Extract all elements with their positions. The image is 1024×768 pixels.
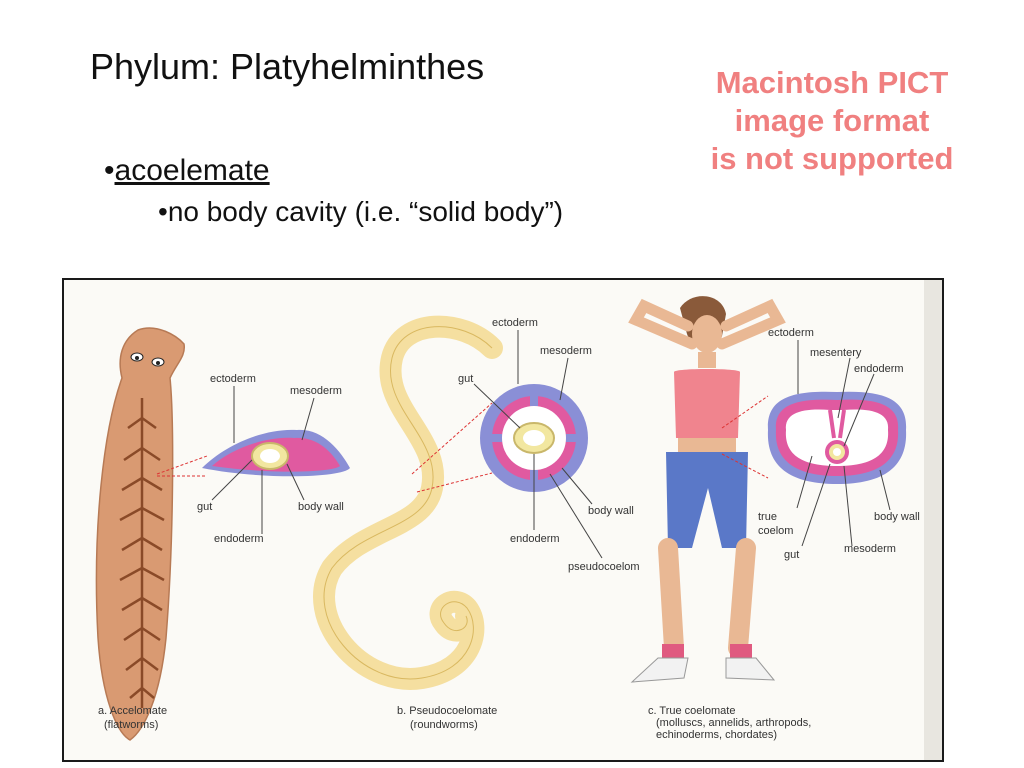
label-mesoderm: mesoderm <box>290 385 342 397</box>
caption-pseudocoelomate-sub: (roundworms) <box>410 719 478 731</box>
label-true-coelom: true <box>758 511 777 523</box>
leader-line <box>879 469 891 511</box>
leader-line <box>301 397 315 441</box>
leader-line <box>843 373 875 447</box>
bullet-dot: • <box>104 154 115 187</box>
flatworm-pupil <box>156 361 160 365</box>
bullet-dot: • <box>158 196 168 227</box>
zoom-line <box>411 402 493 475</box>
leader-line <box>837 357 851 419</box>
caption-pseudocoelomate: b. Pseudocoelomate <box>397 705 497 717</box>
roundworm-outline <box>323 326 493 680</box>
label-ectoderm: ectoderm <box>492 317 538 329</box>
leader-line <box>473 383 521 429</box>
human-waist <box>678 438 736 452</box>
caption-true-coelomate-sub2: echinoderms, chordates) <box>656 729 777 741</box>
placeholder-line: Macintosh PICT <box>715 65 949 100</box>
flatworm-pupil <box>135 356 139 360</box>
leader-line <box>559 357 569 401</box>
label-gut: gut <box>197 501 212 513</box>
placeholder-line: is not supported <box>710 141 954 176</box>
caption-acoelomate-sub: (flatworms) <box>104 719 158 731</box>
page-edge <box>924 280 942 760</box>
human-sock <box>730 644 752 658</box>
caption-true-coelomate-sub: (molluscs, annelids, arthropods, <box>656 717 811 729</box>
label-endoderm: endoderm <box>510 533 560 545</box>
label-gut: gut <box>458 373 473 385</box>
human-head <box>692 315 722 353</box>
label-mesoderm: mesoderm <box>844 543 896 555</box>
bullet-text: no body cavity (i.e. “solid body”) <box>167 196 564 227</box>
bullet-text: acoelemate <box>114 154 270 187</box>
label-body-wall: body wall <box>874 511 920 523</box>
caption-acoelomate: a. Accelomate <box>98 705 167 717</box>
flatworm-body <box>95 327 186 741</box>
human-sock <box>662 644 684 658</box>
figure-frame <box>62 278 944 762</box>
leader-line <box>561 467 593 505</box>
zoom-line <box>721 453 769 479</box>
placeholder-line: image format <box>734 103 930 138</box>
human-shoe <box>630 657 689 683</box>
label-ectoderm: ectoderm <box>768 327 814 339</box>
panel-acoelomate: ectoderm mesoderm gut body wall endoderm… <box>95 327 350 741</box>
label-endoderm: endoderm <box>854 363 904 375</box>
panel-true-coelomate: ectoderm mesentery endoderm true coelom … <box>628 296 920 741</box>
human-top <box>674 369 740 438</box>
zoom-line <box>721 395 769 429</box>
panel-pseudocoelomate: ectoderm mesoderm gut body wall endoderm… <box>313 315 640 731</box>
human-neck <box>698 352 716 368</box>
human-arms <box>628 298 786 350</box>
label-body-wall: body wall <box>588 505 634 517</box>
label-body-wall: body wall <box>298 501 344 513</box>
leader-line <box>549 473 603 559</box>
leader-line <box>211 459 253 501</box>
caption-true-coelomate: c. True coelomate <box>648 705 735 717</box>
coelomate-mesentery <box>828 409 846 439</box>
leader-line <box>801 463 831 547</box>
true-coelom <box>785 409 889 466</box>
leader-line <box>843 465 853 547</box>
label-mesentery: mesentery <box>810 347 862 359</box>
human-shoe <box>725 657 776 681</box>
acoelomate-gut-lumen <box>260 449 280 463</box>
label-gut: gut <box>784 549 799 561</box>
body-cavity-figure: ectoderm mesoderm gut body wall endoderm… <box>62 278 944 762</box>
zoom-line <box>156 455 208 475</box>
label-pseudocoelom: pseudocoelom <box>568 561 640 573</box>
coelomate-gut-lumen <box>833 448 841 456</box>
label-mesoderm: mesoderm <box>540 345 592 357</box>
leader-line <box>796 455 813 509</box>
label-ectoderm: ectoderm <box>210 373 256 385</box>
pseudocoelomate-gut-lumen <box>523 430 545 446</box>
bullet-acoelemate: •acoelemate <box>104 154 270 188</box>
flatworm-gut <box>119 398 165 708</box>
label-true-coelom-2: coelom <box>758 525 793 537</box>
label-endoderm: endoderm <box>214 533 264 545</box>
slide-title: Phylum: Platyhelminthes <box>90 46 485 87</box>
unsupported-image-placeholder: Macintosh PICT image format is not suppo… <box>686 64 978 178</box>
human-legs <box>658 538 756 658</box>
zoom-line <box>416 472 493 493</box>
human-shorts <box>666 452 748 548</box>
leader-line <box>286 463 305 501</box>
human-figure <box>628 296 786 683</box>
bullet-no-body-cavity: •no body cavity (i.e. “solid body”) <box>158 196 563 228</box>
